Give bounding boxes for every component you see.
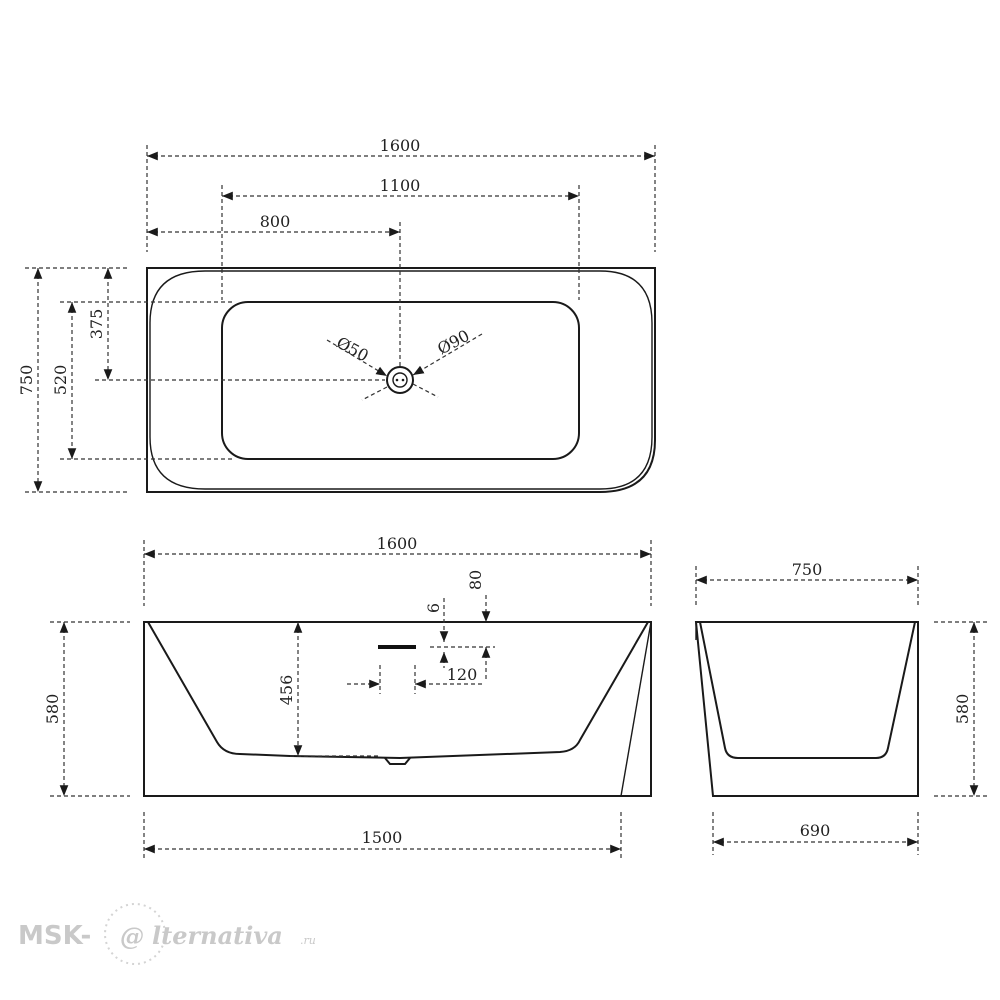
watermark-domain: .ru [300,934,316,947]
dim-label-front-580: 580 [43,694,62,725]
front-view-drain [384,757,411,765]
drain-hole-right [401,378,405,382]
dim-label-side-750: 750 [792,560,823,579]
drain-inner-circle [392,372,408,388]
dim-label-front-1500: 1500 [362,828,403,847]
top-view-rim-outline [149,270,653,490]
leader-diameter-90 [412,333,483,376]
front-view-right-wall [620,621,652,797]
dim-label-top-800: 800 [260,212,291,231]
dim-label-front-6: 6 [424,603,443,613]
dim-label-top-520: 520 [51,365,70,396]
dim-label-front-456: 456 [277,675,296,706]
dim-label-front-80: 80 [466,570,485,590]
top-view-inner-basin [221,301,580,460]
side-view: 750 690 580 [694,560,988,855]
dim-label-top-375: 375 [87,309,106,340]
dim-label-top-1100: 1100 [380,176,421,195]
dim-label-top-1600: 1600 [380,136,421,155]
top-view-outer-outline [146,267,656,493]
dim-label-side-580: 580 [953,694,972,725]
front-view: 1600 1500 580 456 80 6 120 [43,534,652,860]
dim-label-front-120: 120 [447,665,478,684]
drain-outer-circle [386,366,414,394]
watermark-logo: MSK- @ lternativa .ru [18,903,316,965]
watermark-at-letter: @ [120,922,144,951]
side-view-inner-profile [699,621,916,759]
watermark-suffix: lternativa [152,921,283,950]
watermark-at-circle [104,903,166,965]
dim-label-side-690: 690 [800,821,831,840]
side-view-outer-profile [694,621,919,797]
drain-hole-left [395,378,399,382]
leader-diameter-50 [326,339,388,377]
dim-label-top-750: 750 [17,365,36,396]
front-view-inner-profile [147,621,649,760]
dim-label-front-1600: 1600 [377,534,418,553]
watermark-prefix: MSK- [18,921,91,951]
dim-label-diameter-50: Ø50 [333,333,371,365]
front-view-outer-profile [143,621,652,797]
top-view: 1600 1100 800 750 520 375 Ø50 Ø90 [17,136,656,493]
dim-label-diameter-90: Ø90 [434,326,472,358]
